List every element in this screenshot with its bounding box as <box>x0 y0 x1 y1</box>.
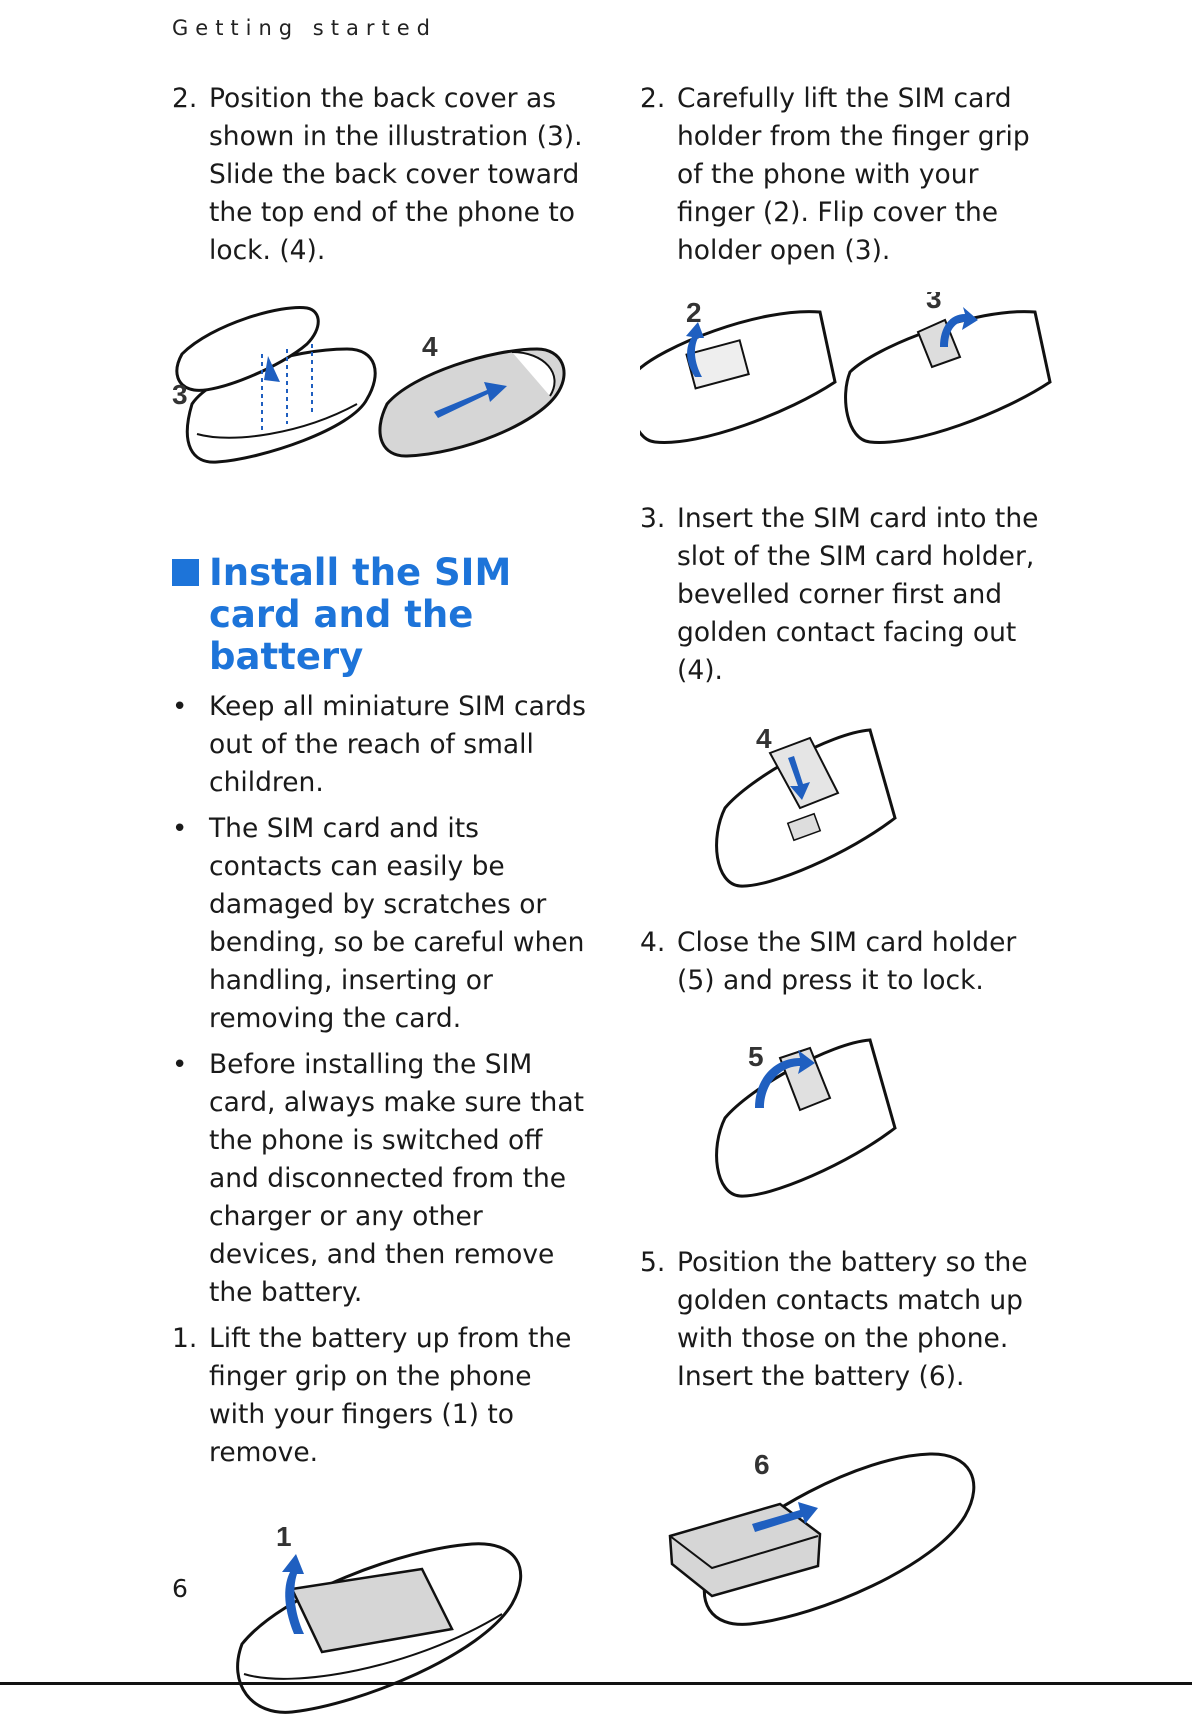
right-column: 2. Carefully lift the SIM card holder fr… <box>640 80 1060 1646</box>
step-number: 4. <box>640 927 666 958</box>
callout-4: 4 <box>756 723 772 754</box>
callout-3: 3 <box>926 292 942 314</box>
step-2-lift-holder: 2. Carefully lift the SIM card holder fr… <box>640 80 1060 270</box>
step-1-lift-battery: 1. Lift the battery up from the finger g… <box>172 1320 592 1472</box>
bullet-text: Keep all miniature SIM cards out of the … <box>209 691 586 798</box>
figure-insert-sim: 4 <box>640 708 1060 898</box>
insert-battery-illustration: 6 <box>668 1449 976 1626</box>
insert-sim-illustration: 4 <box>715 723 897 888</box>
figure-insert-battery: 6 <box>640 1416 1060 1646</box>
callout-3: 3 <box>172 379 188 410</box>
callout-5: 5 <box>748 1041 764 1072</box>
open-holder-illustration: 2 3 <box>640 292 1052 444</box>
page-number: 6 <box>172 1574 188 1603</box>
step-5-insert-battery: 5. Position the battery so the golden co… <box>640 1244 1060 1396</box>
bullet-marker: • <box>172 814 188 844</box>
close-holder-illustration: 5 <box>715 1038 897 1198</box>
step-3-insert-sim: 3. Insert the SIM card into the slot of … <box>640 500 1060 690</box>
bullet-item: • The SIM card and its contacts can easi… <box>172 810 592 1038</box>
bullet-text: The SIM card and its contacts can easily… <box>209 813 585 1034</box>
step-text: Carefully lift the SIM card holder from … <box>677 83 1030 266</box>
callout-4: 4 <box>422 331 438 362</box>
callout-2: 2 <box>686 297 702 328</box>
step-text: Insert the SIM card into the slot of the… <box>677 503 1039 686</box>
left-column: 2. Position the back cover as shown in t… <box>172 80 592 1724</box>
bullet-item: • Before installing the SIM card, always… <box>172 1046 592 1312</box>
bottom-divider <box>0 1682 1192 1685</box>
bullet-marker: • <box>172 1050 188 1080</box>
step-text: Close the SIM card holder (5) and press … <box>677 927 1017 996</box>
step-number: 3. <box>640 503 666 534</box>
bullet-item: • Keep all miniature SIM cards out of th… <box>172 688 592 802</box>
step-number: 2. <box>640 83 666 114</box>
bullet-text: Before installing the SIM card, always m… <box>209 1049 584 1308</box>
heading-square-icon <box>172 559 199 586</box>
remove-battery-illustration: 1 <box>236 1521 523 1714</box>
step-number: 1. <box>172 1323 198 1354</box>
step-text: Lift the battery up from the finger grip… <box>209 1323 572 1468</box>
figure-open-holder: 2 3 <box>640 292 1060 452</box>
figure-back-cover: 3 4 <box>172 294 592 494</box>
step-text: Position the battery so the golden conta… <box>677 1247 1028 1392</box>
callout-6: 6 <box>754 1449 770 1480</box>
bullet-marker: • <box>172 692 188 722</box>
section-heading: Install the SIM card and the battery <box>172 552 592 678</box>
step-4-close-holder: 4. Close the SIM card holder (5) and pre… <box>640 924 1060 1000</box>
callout-1: 1 <box>276 1521 292 1552</box>
step-2-back-cover: 2. Position the back cover as shown in t… <box>172 80 592 270</box>
step-number: 5. <box>640 1247 666 1278</box>
running-header: Getting started <box>172 16 437 40</box>
figure-close-holder: 5 <box>640 1018 1060 1208</box>
step-number: 2. <box>172 83 198 114</box>
figure-remove-battery: 1 <box>172 1494 592 1724</box>
back-cover-illustration: 3 4 <box>172 305 566 464</box>
step-text: Position the back cover as shown in the … <box>209 83 583 266</box>
section-heading-text: Install the SIM card and the battery <box>209 551 512 678</box>
